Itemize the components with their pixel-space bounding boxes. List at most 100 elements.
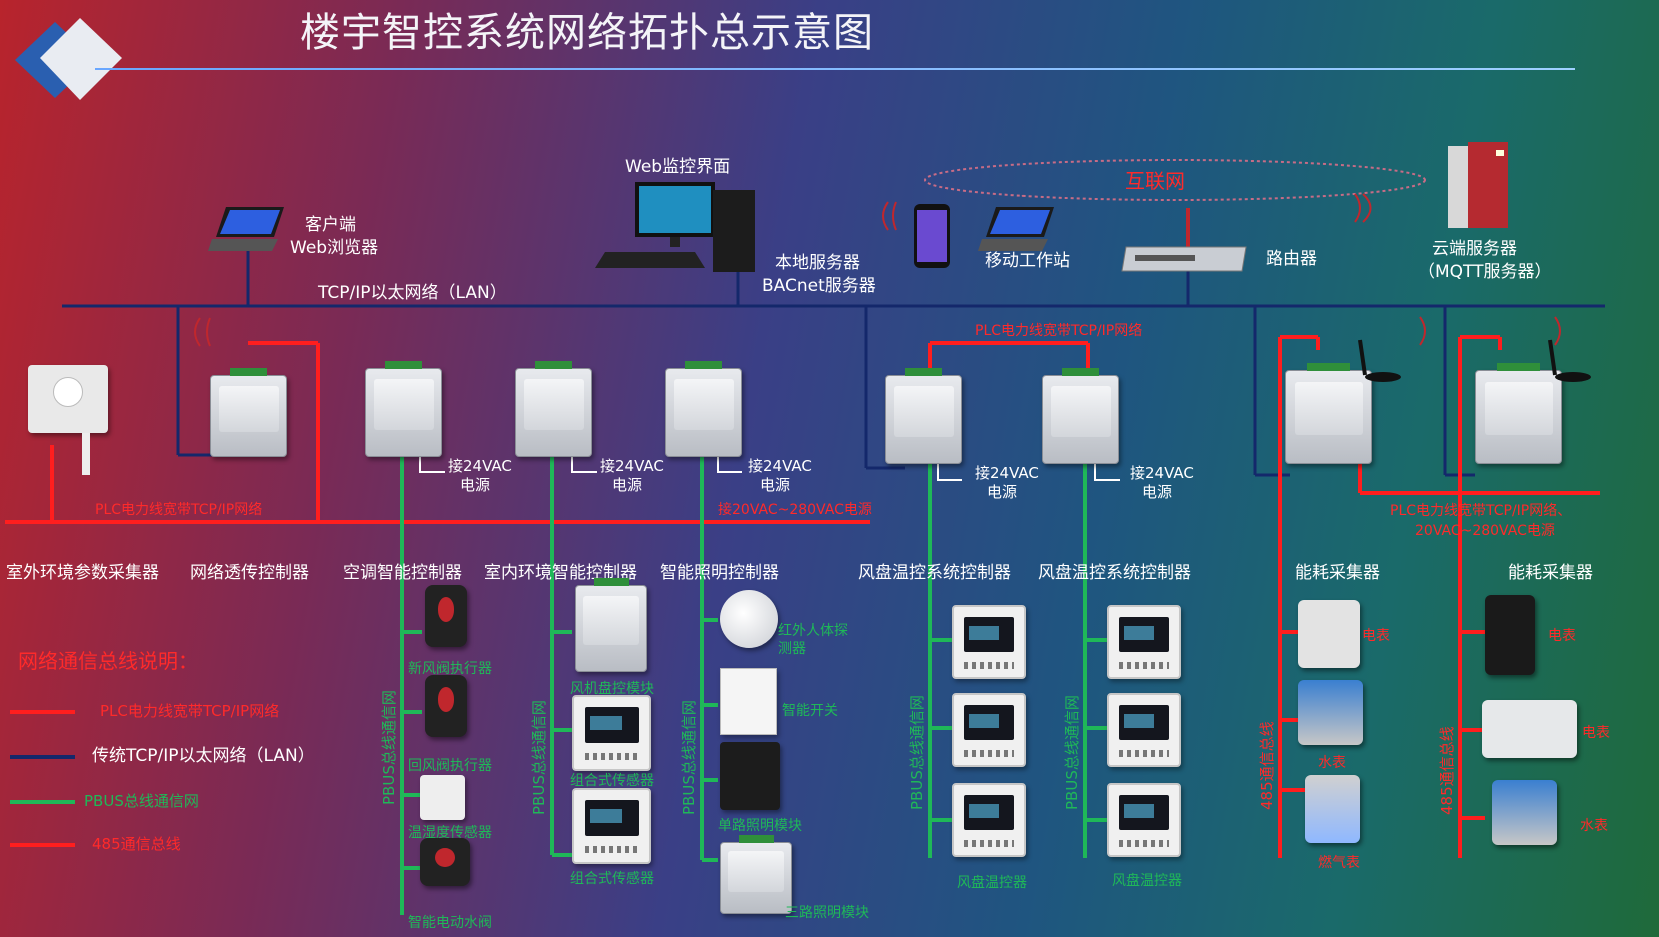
lighting-controller <box>665 361 742 457</box>
antenna-icon-2 <box>1548 339 1591 382</box>
controller-label-9: 能耗采集器 <box>1508 563 1593 583</box>
cloud-server-label-2: （MQTT服务器） <box>1418 262 1552 282</box>
energy-left-label-2: 水表 <box>1318 755 1346 771</box>
lan-label: TCP/IP以太网络（LAN） <box>318 283 507 303</box>
ac-device-label-3: 温湿度传感器 <box>408 825 492 841</box>
fan-coil-thermostat-2c <box>1107 783 1181 857</box>
indoor-device-label-1: 风机盘控模块 <box>570 681 654 697</box>
energy-collector-1 <box>1285 363 1372 464</box>
light-device-label-3: 单路照明模块 <box>718 818 802 834</box>
controller-label-2: 网络透传控制器 <box>190 563 309 583</box>
network-passthrough-controller <box>210 368 287 457</box>
local-server-label-2: BACnet服务器 <box>762 276 876 296</box>
fan-coil-thermostat-1a <box>952 605 1026 679</box>
plc-power-label: 接20VAC~280VAC电源 <box>718 502 872 518</box>
energy-right-label-3: 水表 <box>1580 818 1608 834</box>
controller-label-8: 能耗采集器 <box>1295 563 1380 583</box>
router-icon <box>1121 246 1247 272</box>
fan-coil-controller-2 <box>1042 368 1119 464</box>
combo-sensor-2 <box>572 788 651 864</box>
fan-coil-thermostat-2b <box>1107 693 1181 767</box>
client-label-1: 客户端 <box>305 215 356 235</box>
indoor-device-label-2: 组合式传感器 <box>570 773 654 789</box>
outdoor-sensor-probe <box>82 433 90 475</box>
water-meter-right <box>1492 780 1557 845</box>
energy-right-label-2: 电表 <box>1582 725 1610 741</box>
legend-title: 网络通信总线说明： <box>18 649 198 673</box>
pbus-lines <box>400 455 1107 915</box>
light-device-label-1: 红外人体探测器 <box>778 623 848 657</box>
router-label: 路由器 <box>1266 249 1317 269</box>
energy-left-label-3: 燃气表 <box>1318 855 1360 871</box>
controller-label-5: 智能照明控制器 <box>660 563 779 583</box>
logo-diamond-icon <box>15 18 122 100</box>
client-label-2: Web浏览器 <box>290 238 379 258</box>
temp-humidity-sensor <box>420 775 465 820</box>
fan-coil-label-2: 风盘温控器 <box>1112 873 1182 889</box>
single-lighting-module <box>720 742 780 810</box>
legend-label-485: 485通信总线 <box>92 835 181 853</box>
ac-device-label-1: 新风阀执行器 <box>408 661 492 677</box>
gas-meter-left <box>1305 775 1360 843</box>
power-24vac-3b: 电源 <box>760 476 791 494</box>
power-24vac-5a: 接24VAC <box>1130 464 1194 482</box>
pbus-vlabel-1: PBUS总线通信网 <box>380 690 398 805</box>
return-air-valve-actuator <box>425 675 467 737</box>
laptop-icon <box>208 207 284 251</box>
pbus-vlabel-3: PBUS总线通信网 <box>680 700 698 815</box>
cloud-server-icon <box>1448 142 1508 228</box>
fan-coil-thermostat-1b <box>952 693 1026 767</box>
pbus-vlabel-4: PBUS总线通信网 <box>908 695 926 810</box>
indoor-env-controller <box>515 361 592 457</box>
desktop-computer-icon <box>595 182 755 272</box>
local-server-label-1: 本地服务器 <box>775 253 860 273</box>
ac-device-label-2: 回风阀执行器 <box>408 758 492 774</box>
fan-coil-thermostat-2a <box>1107 605 1181 679</box>
electric-meter-left <box>1298 600 1360 668</box>
water-meter-left <box>1298 680 1363 745</box>
controller-label-7: 风盘温控系统控制器 <box>1038 563 1191 583</box>
electric-meter-right-2 <box>1482 700 1577 758</box>
controller-label-1: 室外环境参数采集器 <box>6 563 159 583</box>
power-24vac-2a: 接24VAC <box>600 457 664 475</box>
fan-coil-label-1: 风盘温控器 <box>957 875 1027 891</box>
cloud-server-label-1: 云端服务器 <box>1432 239 1517 259</box>
internet-cloud <box>924 159 1426 201</box>
light-device-label-2: 智能开关 <box>782 703 838 719</box>
bus485-vlabel-2: 485通信总线 <box>1438 726 1456 815</box>
legend-line-pbus <box>10 800 75 804</box>
ac-controller <box>365 361 442 457</box>
energy-right-label-1: 电表 <box>1548 628 1576 644</box>
page-title: 楼宇智控系统网络拓扑总示意图 <box>300 10 874 56</box>
fan-coil-thermostat-1c <box>952 783 1026 857</box>
smart-switch <box>720 668 777 735</box>
smartphone-icon <box>914 204 950 268</box>
pir-sensor <box>720 590 778 648</box>
outdoor-env-collector-device <box>28 365 108 433</box>
fan-coil-module <box>575 578 647 672</box>
power-leads <box>419 455 1120 481</box>
plc-label-right-1: PLC电力线宽带TCP/IP网络、 <box>1390 503 1572 519</box>
antenna-icon-1 <box>1358 339 1401 382</box>
ac-device-label-4: 智能电动水阀 <box>408 915 492 931</box>
controller-label-6: 风盘温控系统控制器 <box>858 563 1011 583</box>
power-24vac-1a: 接24VAC <box>448 457 512 475</box>
legend-label-pbus: PBUS总线通信网 <box>84 792 199 810</box>
mobile-laptop-icon <box>978 207 1054 251</box>
legend-line-lan <box>10 755 75 759</box>
plc-label-right-2: 20VAC~280VAC电源 <box>1415 523 1555 539</box>
energy-left-label-1: 电表 <box>1362 628 1390 644</box>
pbus-vlabel-5: PBUS总线通信网 <box>1063 695 1081 810</box>
power-24vac-1b: 电源 <box>460 476 491 494</box>
triple-lighting-module <box>720 835 792 914</box>
power-24vac-2b: 电源 <box>612 476 643 494</box>
power-24vac-5b: 电源 <box>1142 483 1173 501</box>
energy-collector-2 <box>1475 363 1562 464</box>
legend-label-plc: PLC电力线宽带TCP/IP网络 <box>100 702 280 720</box>
web-ui-label: Web监控界面 <box>625 157 731 177</box>
power-24vac-3a: 接24VAC <box>748 457 812 475</box>
legend-label-lan: 传统TCP/IP以太网络（LAN） <box>92 746 315 766</box>
plc-label-mid: PLC电力线宽带TCP/IP网络 <box>975 323 1143 339</box>
combo-sensor-1 <box>572 695 651 771</box>
plc-label-left: PLC电力线宽带TCP/IP网络 <box>95 502 263 518</box>
